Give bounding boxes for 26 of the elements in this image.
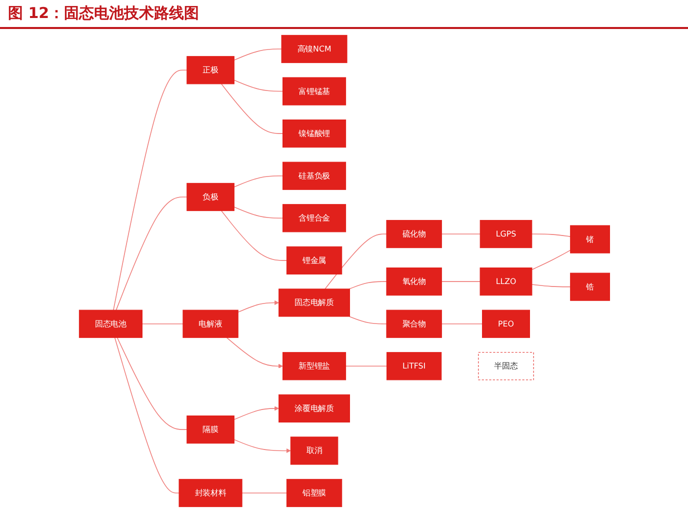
arrow bbox=[226, 337, 282, 368]
arrow bbox=[237, 300, 279, 313]
connector bbox=[531, 284, 570, 288]
connector bbox=[115, 196, 187, 310]
arrow bbox=[233, 439, 290, 454]
connector bbox=[233, 80, 283, 92]
connector bbox=[220, 84, 283, 134]
connector bbox=[112, 70, 187, 310]
arrow bbox=[233, 406, 279, 420]
connector bbox=[233, 206, 283, 219]
connector bbox=[324, 234, 386, 290]
connector bbox=[348, 316, 386, 324]
connector bbox=[116, 337, 187, 430]
connector bbox=[241, 492, 287, 494]
figure-title: 图 12：固态电池技术路线图 bbox=[0, 0, 688, 29]
connector bbox=[348, 281, 386, 290]
connector bbox=[531, 250, 570, 270]
connector bbox=[344, 366, 387, 367]
connector bbox=[220, 210, 287, 261]
connector bbox=[141, 323, 183, 324]
connector bbox=[440, 323, 482, 324]
connector bbox=[531, 234, 570, 237]
connector bbox=[233, 175, 283, 188]
connector bbox=[233, 48, 282, 61]
connector bbox=[114, 337, 179, 494]
connector bbox=[440, 281, 480, 282]
